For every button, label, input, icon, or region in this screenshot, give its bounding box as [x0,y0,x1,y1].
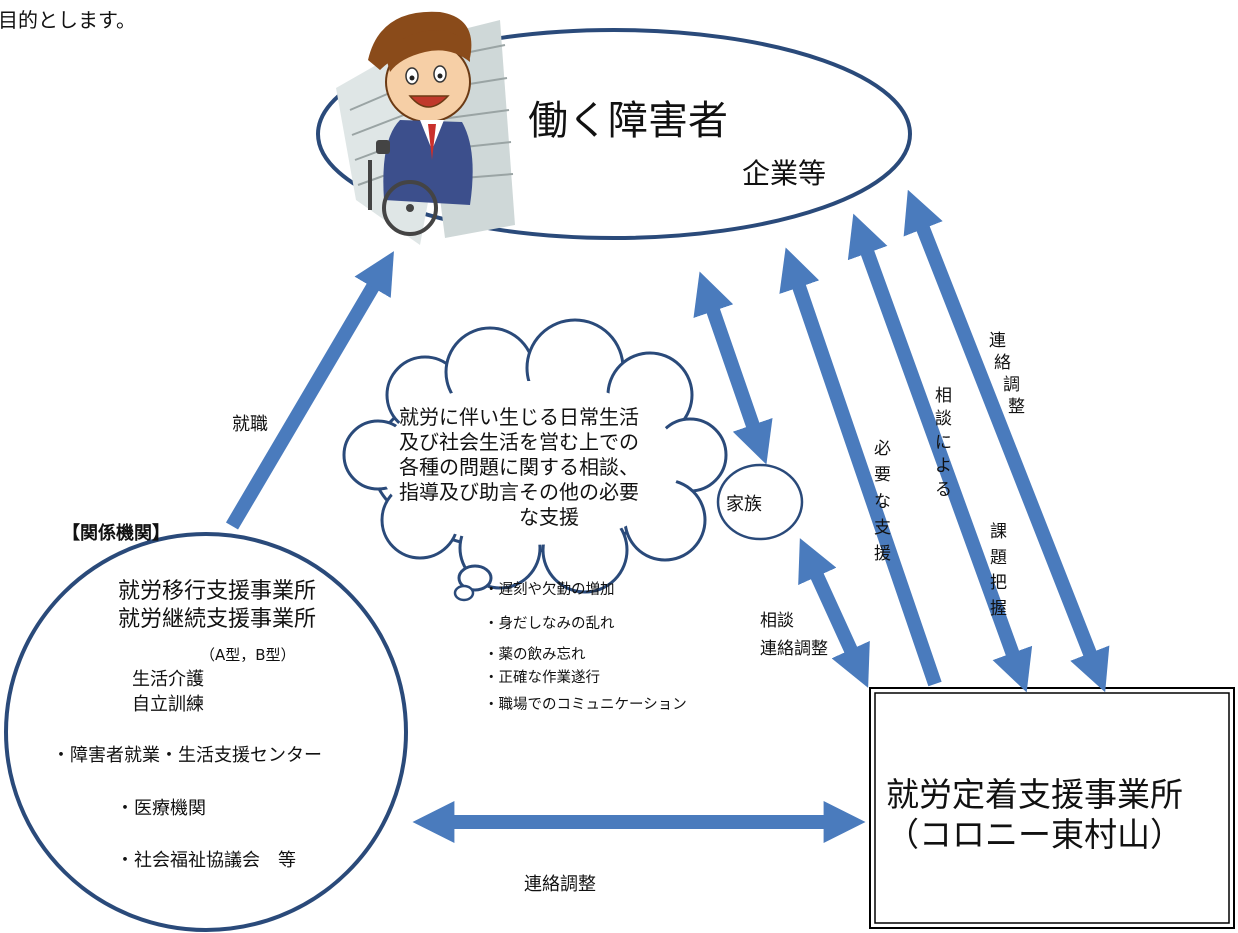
worker-title: 働く障害者 [528,98,728,144]
issue-communication: ・職場でのコミュニケーション [484,697,687,713]
institutions-header: 【関係機関】 [62,523,170,544]
employment-arrow [225,251,394,530]
institution-medical: ・医療機関 [116,798,206,819]
family-label: 家族 [726,494,762,515]
issue-task-accuracy: ・正確な作業遂行 [484,670,600,686]
institution-continuation: 就労継続支援事業所 [118,607,317,632]
bottom-link-label: 連絡調整 [524,874,596,895]
institution-employment-center: ・障害者就業・生活支援センター [52,745,322,766]
issue-grasp-label-a: 相 談 に よ る [935,386,952,500]
center-name: 就労定着支援事業所 [886,775,1183,814]
family-circle [716,463,804,541]
center-operator: （コロニー東村山） [886,815,1183,854]
institution-welfare-council: ・社会福祉協議会 等 [116,850,296,871]
support-arrow [779,247,942,687]
institution-training: 自立訓練 [132,694,204,715]
coordination-label: 連 絡 調 整 [989,331,1025,418]
necessary-support-label: 必 要 な 支 援 [874,439,891,565]
coordination-arrow [903,189,1110,693]
institution-transition: 就労移行支援事業所 [118,579,317,604]
intro-text: 目的とします。 [0,8,136,32]
support-line-4: 指導及び助言その他の必要 [399,480,639,504]
thought-bubble-small [457,564,493,592]
family-link-coord: 連絡調整 [760,639,828,659]
institution-types: （A型，B型） [200,646,296,664]
thought-bubble-tiny [453,584,475,602]
issue-grasp-label-b: 課 題 把 握 [990,522,1007,619]
support-line-1: 就労に伴い生じる日常生活 [399,405,639,429]
support-line-5: な支援 [519,505,579,529]
worker-family-arrow [693,271,773,465]
center-box [869,687,1235,929]
institution-life-care: 生活介護 [132,669,204,690]
issue-lateness: ・遅刻や欠勤の増加 [484,582,615,598]
family-link-consult: 相談 [760,611,794,631]
employment-label: 就職 [232,414,268,435]
support-line-3: 各種の問題に関する相談、 [399,455,639,479]
businessman-wheelchair-illustration [336,11,515,245]
issue-appearance: ・身だしなみの乱れ [484,616,615,632]
issue-medication: ・薬の飲み忘れ [484,647,586,663]
worker-subtitle: 企業等 [742,157,827,190]
institutions-ellipse [4,532,408,932]
support-line-2: 及び社会生活を営む上での [399,430,639,454]
